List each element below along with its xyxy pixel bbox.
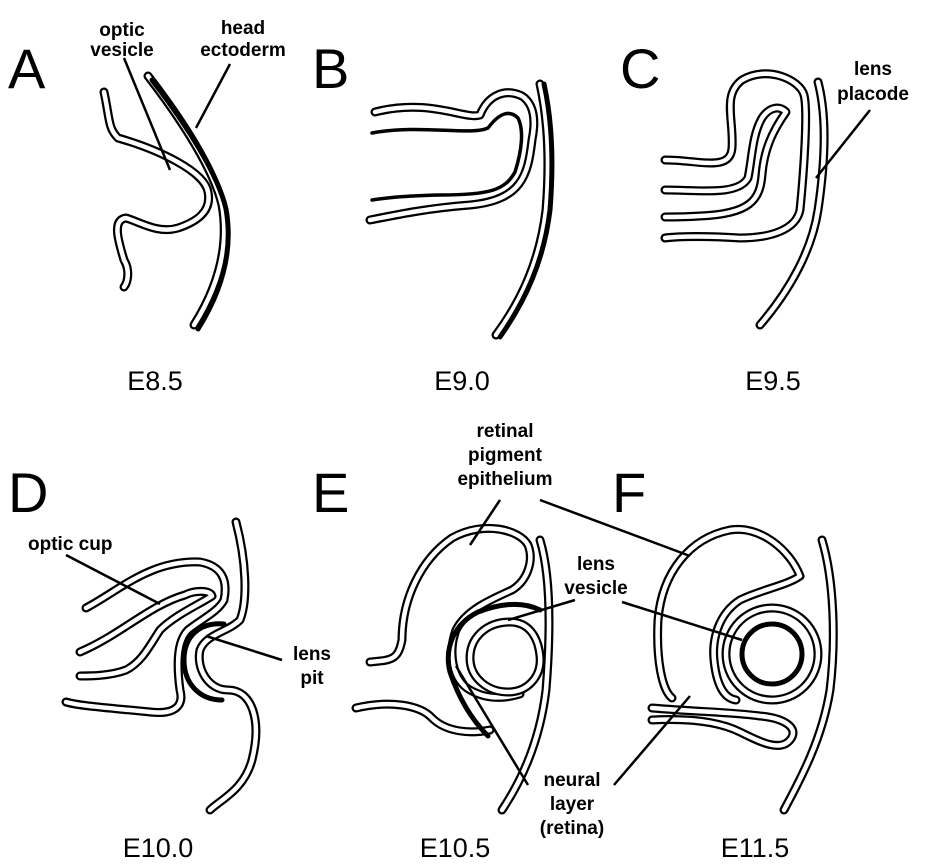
label-lens-placode-2: placode: [837, 84, 909, 105]
panel-d-drawing: [66, 522, 282, 810]
panel-letter-a: A: [8, 37, 46, 100]
label-lens-pit-2: pit: [300, 668, 324, 689]
label-optic-vesicle-2: vesicle: [90, 40, 153, 61]
stage-label-a: E8.5: [127, 366, 183, 396]
panel-a-drawing: [104, 58, 230, 329]
label-lens-placode-1: lens: [854, 59, 892, 80]
panel-letter-f: F: [612, 461, 646, 524]
label-head-ectoderm-1: head: [221, 18, 265, 39]
label-optic-vesicle-1: optic: [99, 20, 145, 41]
panel-e-drawing: [356, 500, 575, 810]
stage-label-e: E10.5: [420, 833, 491, 863]
label-rpe-2: pigment: [468, 445, 543, 466]
panel-letter-b: B: [312, 37, 349, 100]
panel-letter-d: D: [8, 461, 48, 524]
label-neural-layer-2: layer: [550, 794, 595, 815]
label-head-ectoderm-2: ectoderm: [200, 40, 286, 61]
label-neural-layer-3: (retina): [540, 818, 604, 839]
panel-b-drawing: [370, 84, 552, 337]
label-lens-pit-1: lens: [293, 644, 331, 665]
label-lens-vesicle-2: vesicle: [564, 578, 627, 599]
stage-label-d: E10.0: [123, 833, 194, 863]
stage-label-f: E11.5: [721, 833, 790, 863]
panel-letter-c: C: [620, 37, 660, 100]
label-lens-vesicle-1: lens: [577, 554, 615, 575]
label-neural-layer-1: neural: [543, 770, 600, 791]
label-optic-cup: optic cup: [28, 534, 112, 555]
label-rpe-3: epithelium: [457, 469, 552, 490]
stage-label-c: E9.5: [745, 366, 801, 396]
stage-label-b: E9.0: [434, 366, 490, 396]
panel-letter-e: E: [312, 461, 349, 524]
panel-f-drawing: [540, 500, 833, 810]
panel-c-drawing: [665, 74, 870, 325]
label-rpe-1: retinal: [476, 421, 533, 442]
